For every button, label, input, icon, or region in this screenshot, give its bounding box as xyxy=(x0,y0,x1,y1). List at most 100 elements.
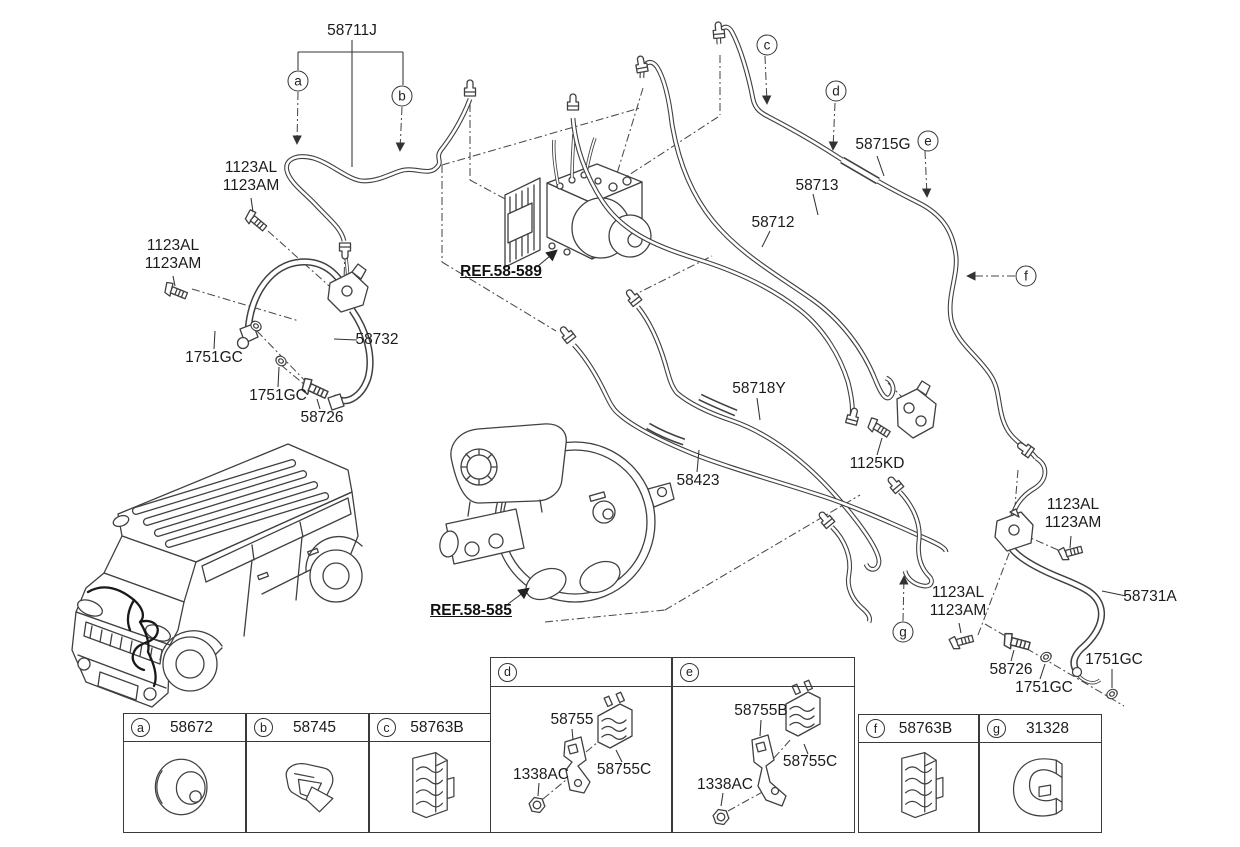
part-label-58423[interactable]: 58423 xyxy=(676,472,719,490)
legend-cell-body xyxy=(370,742,490,831)
part-label-58713[interactable]: 58713 xyxy=(795,177,838,195)
part-label-1125kd[interactable]: 1125KD xyxy=(850,455,905,473)
table-part-drawings xyxy=(527,679,821,826)
part-label-1751gc[interactable]: 1751GC xyxy=(249,387,307,405)
legend-cell-body xyxy=(980,743,1101,831)
part-number-text: 58712 xyxy=(751,214,795,231)
part-label-58712[interactable]: 58712 xyxy=(751,214,794,232)
part-label-1338ac[interactable]: 1338AC xyxy=(513,766,569,784)
front-left-hose-assembly xyxy=(236,247,371,411)
part-label-58755c[interactable]: 58755C xyxy=(597,761,651,779)
legend-cell-d[interactable]: d xyxy=(490,657,672,833)
part-number-text: 58423 xyxy=(676,472,720,489)
legend-cell-header: b 58745 xyxy=(247,714,368,742)
part-number-text: 1338AC xyxy=(512,766,570,783)
part-label-58731a[interactable]: 58731A xyxy=(1123,588,1176,606)
legend-letter-c: c xyxy=(377,718,396,737)
legend-cell-b[interactable]: b 58745 xyxy=(246,713,369,833)
ref-link-ref-58-585[interactable]: REF.58-585 xyxy=(430,602,512,619)
part-number-text: 1123AM xyxy=(929,602,987,619)
part-label-58732[interactable]: 58732 xyxy=(355,331,398,349)
part-label-58718y[interactable]: 58718Y xyxy=(732,380,785,398)
part-number-text: 58731A xyxy=(1123,588,1177,605)
callout-f[interactable]: f xyxy=(1015,265,1037,287)
part-number-text: 58713 xyxy=(795,177,839,194)
callout-letter: a xyxy=(294,73,302,89)
part-number-text: 1123AL xyxy=(146,237,200,254)
callout-d[interactable]: d xyxy=(825,80,847,102)
part-number-text: 58755C xyxy=(596,761,652,778)
clamp-icon xyxy=(387,744,473,830)
cclip-icon xyxy=(998,744,1084,830)
legend-part-number: 58763B xyxy=(898,719,953,737)
part-label-58711j[interactable]: 58711J xyxy=(327,22,377,40)
legend-cell-header: c 58763B xyxy=(370,714,490,742)
part-label-58726[interactable]: 58726 xyxy=(300,409,343,427)
legend-cell-body xyxy=(247,742,368,831)
part-label-1751gc[interactable]: 1751GC xyxy=(1015,679,1073,697)
part-number-text: 58755 xyxy=(550,711,594,728)
part-label-1751gc[interactable]: 1751GC xyxy=(185,349,243,367)
part-number-text: 1123AM xyxy=(144,255,202,272)
callout-a[interactable]: a xyxy=(287,70,309,92)
part-label-58726[interactable]: 58726 xyxy=(989,661,1032,679)
legend-letter-f: f xyxy=(866,719,885,738)
callout-c[interactable]: c xyxy=(756,34,778,56)
part-number-text: 1123AL xyxy=(1046,496,1100,513)
part-label-1338ac[interactable]: 1338AC xyxy=(697,776,753,794)
legend-letter-e: e xyxy=(680,662,699,682)
legend-cell-f[interactable]: f 58763B xyxy=(858,714,979,833)
legend-cell-e[interactable]: e xyxy=(672,657,855,833)
legend-part-number: 58672 xyxy=(169,718,214,736)
legend-letter-a: a xyxy=(131,718,150,737)
part-number-text: 58732 xyxy=(355,331,399,348)
callout-e[interactable]: e xyxy=(917,130,939,152)
part-number-text: 1125KD xyxy=(849,455,905,472)
part-number-text: 1123AL xyxy=(931,584,985,601)
brake-booster-illustration xyxy=(439,423,675,603)
part-number-text: 58755C xyxy=(782,753,838,770)
legend-part-number: 58745 xyxy=(292,718,337,736)
part-number-text: 1123AL xyxy=(224,159,278,176)
clip-icon xyxy=(265,744,351,830)
part-label-58755b[interactable]: 58755B xyxy=(734,702,787,720)
part-label-1751gc[interactable]: 1751GC xyxy=(1085,651,1143,669)
legend-letter-b: b xyxy=(254,718,273,737)
ref-link-ref-58-589[interactable]: REF.58-589 xyxy=(460,263,542,280)
callout-b[interactable]: b xyxy=(391,85,413,107)
part-number-text: 58715G xyxy=(855,136,911,153)
callout-letter: d xyxy=(832,83,840,99)
legend-part-number: 31328 xyxy=(1025,719,1070,737)
part-label-58755c[interactable]: 58755C xyxy=(783,753,837,771)
grommet-icon xyxy=(142,744,228,830)
callout-letter: g xyxy=(899,624,907,640)
rear-right-hose-assembly xyxy=(896,380,1101,685)
part-label-58755[interactable]: 58755 xyxy=(550,711,593,729)
legend-part-number: 58763B xyxy=(410,718,464,736)
brake-tubes xyxy=(287,27,1045,622)
leader-lines xyxy=(172,40,1127,807)
part-number-text: 1338AC xyxy=(696,776,754,793)
part-number-text: 58755B xyxy=(734,702,788,719)
callout-letter: b xyxy=(398,88,406,104)
legend-cell-a[interactable]: a 58672 xyxy=(123,713,246,833)
callout-g[interactable]: g xyxy=(892,621,914,643)
part-label-58715g[interactable]: 58715G xyxy=(855,136,910,154)
clamp-icon xyxy=(876,744,962,830)
part-number-text: 1751GC xyxy=(1015,679,1073,696)
legend-cell-c[interactable]: c 58763B xyxy=(369,713,491,833)
part-number-text: 1123AM xyxy=(222,177,280,194)
legend-cell-body xyxy=(859,743,978,831)
legend-cell-body xyxy=(491,687,671,831)
legend-cell-header: a 58672 xyxy=(124,714,245,742)
callout-letter: f xyxy=(1024,268,1028,284)
legend-cell-header: f 58763B xyxy=(859,715,978,743)
legend-cell-header: e xyxy=(673,658,854,687)
part-number-text: 1751GC xyxy=(1085,651,1143,668)
